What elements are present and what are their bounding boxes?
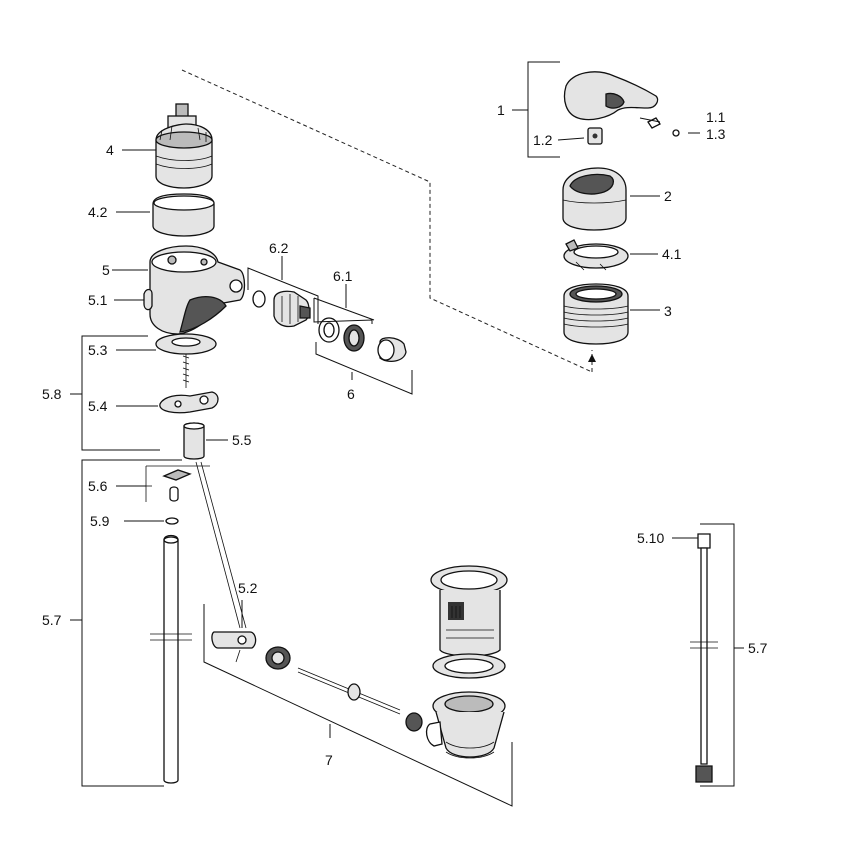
- part-5-6-clip: [145, 465, 210, 502]
- part-5-4-lever: [159, 391, 219, 414]
- part-5-body: [143, 245, 246, 335]
- label-6-2: 6.2: [269, 240, 289, 256]
- part-4-1-ring: [563, 239, 629, 271]
- label-1-3: 1.3: [706, 126, 726, 142]
- label-5-2: 5.2: [238, 580, 258, 596]
- part-6-brackets: [247, 256, 413, 395]
- label-5-1: 5.1: [88, 292, 108, 308]
- label-5-4: 5.4: [88, 398, 108, 414]
- label-6: 6: [347, 386, 355, 402]
- label-7: 7: [325, 752, 333, 768]
- label-4: 4: [106, 142, 114, 158]
- part-5-9-ring: [165, 517, 179, 525]
- label-5-7-right: 5.7: [748, 640, 768, 656]
- part-5-3-plate: [155, 333, 217, 388]
- part-6-2-valve: [252, 290, 311, 328]
- label-5-8: 5.8: [42, 386, 62, 402]
- label-6-1: 6.1: [333, 268, 353, 284]
- callout-labels: 1 1.1 1.2 1.3 2 3 4.1 4 4.2 5 5.1 5.3 5.…: [42, 102, 768, 768]
- part-1-handle-group: [512, 61, 680, 158]
- part-5-7-rod: [150, 534, 192, 784]
- label-5-7-left: 5.7: [42, 612, 62, 628]
- label-3: 3: [664, 303, 672, 319]
- leader-lines: [112, 117, 700, 539]
- part-2-cover: [562, 167, 627, 231]
- part-4-cartridge: [155, 103, 213, 189]
- part-6-1-parts: [318, 317, 407, 363]
- label-1-1: 1.1: [706, 109, 726, 125]
- label-5-10: 5.10: [637, 530, 664, 546]
- label-2: 2: [664, 188, 672, 204]
- part-5-10-rod: [690, 523, 744, 787]
- part-5-2-connector: [211, 600, 257, 663]
- label-1: 1: [497, 102, 505, 118]
- part-3-threaded-nut: [563, 283, 629, 362]
- part-5-5-sleeve: [183, 422, 247, 629]
- label-5-6: 5.6: [88, 478, 108, 494]
- label-1-2: 1.2: [533, 132, 553, 148]
- part-7-drain: [203, 565, 513, 807]
- label-4-1: 4.1: [662, 246, 682, 262]
- label-5-5: 5.5: [232, 432, 252, 448]
- dashed-guides: [181, 69, 593, 373]
- left-brackets: [70, 335, 182, 787]
- cap-1-3: [672, 129, 680, 137]
- label-5: 5: [102, 262, 110, 278]
- label-4-2: 4.2: [88, 204, 108, 220]
- label-5-3: 5.3: [88, 342, 108, 358]
- label-5-9: 5.9: [90, 513, 110, 529]
- part-4-2-ring: [152, 193, 215, 237]
